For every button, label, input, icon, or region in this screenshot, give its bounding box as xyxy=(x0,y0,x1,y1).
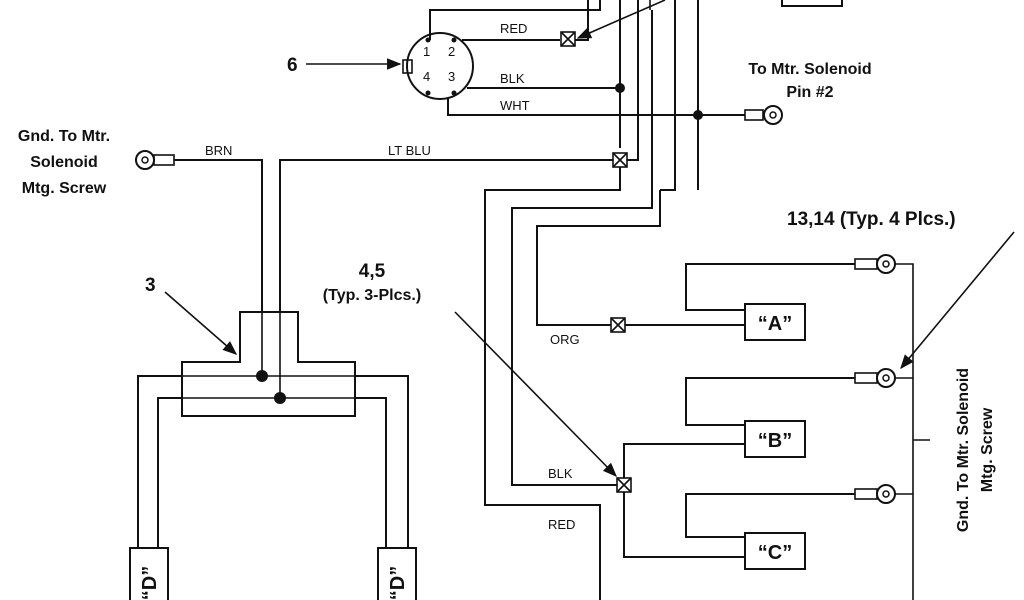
wire-top-1 xyxy=(429,0,601,40)
wire-label-org: ORG xyxy=(550,332,580,347)
box-c-label: “C” xyxy=(758,542,792,564)
callout-45-note: (Typ. 3-Plcs.) xyxy=(323,287,421,304)
box-c xyxy=(744,532,806,570)
box-d-left xyxy=(129,547,169,600)
box-d-left-label: “D” xyxy=(139,566,161,600)
ring-terminal-c xyxy=(876,484,896,504)
callout-1314-arrow xyxy=(900,231,1015,370)
box-b xyxy=(744,420,806,458)
callout-6-label: 6 xyxy=(287,55,298,76)
wire-label-blk: BLK xyxy=(500,71,525,86)
wire-to-d-right-a xyxy=(355,375,409,548)
labels: RED BLK WHT BRN LT BLU ORG BLK RED 6 3 4… xyxy=(18,21,996,600)
wire-label-blk-mid: BLK xyxy=(548,466,573,481)
callout-3-arrow xyxy=(164,291,238,355)
box-d-right xyxy=(377,547,417,600)
pin-dot xyxy=(425,37,431,43)
connector-key xyxy=(402,59,413,74)
pin-label: 2 xyxy=(448,44,455,59)
note-gnd-right-line1: Gnd. To Mtr. Solenoid xyxy=(955,368,972,532)
ring-terminal-left xyxy=(135,150,155,170)
wire-lt-blu xyxy=(279,159,613,312)
connector-6 xyxy=(406,32,474,100)
terminal-pin2-body xyxy=(744,109,764,121)
wire-label-lt-blu: LT BLU xyxy=(388,143,431,158)
callout-1314-label: 13,14 (Typ. 4 Plcs.) xyxy=(787,209,956,230)
box-a xyxy=(744,303,806,341)
ring-terminal-b xyxy=(876,368,896,388)
pin-dot xyxy=(451,90,457,96)
note-gnd-left-line1: Gnd. To Mtr. xyxy=(18,128,110,145)
callout-3-label: 3 xyxy=(145,275,156,296)
callout-45-label: 4,5 xyxy=(359,261,386,282)
callout-45-arrow xyxy=(454,311,618,478)
pin-dot xyxy=(425,90,431,96)
wire-label-wht: WHT xyxy=(500,98,530,113)
harness-junction-3 xyxy=(181,311,356,417)
wire-label-red: RED xyxy=(500,21,527,36)
box-b-label: “B” xyxy=(758,430,792,452)
wire-to-d-left-b xyxy=(157,397,182,548)
middle-bundle xyxy=(454,0,745,600)
top-right-box xyxy=(781,0,843,7)
right-section xyxy=(685,231,1015,600)
note-to-mtr-line1: To Mtr. Solenoid xyxy=(748,61,871,78)
pin-dot xyxy=(451,37,457,43)
note-gnd-left-line2: Solenoid xyxy=(30,154,98,171)
wire-label-brn: BRN xyxy=(205,143,232,158)
ground-bracket xyxy=(895,263,930,600)
pin-label: 3 xyxy=(448,69,455,84)
box-a-label: “A” xyxy=(758,313,792,335)
arrow-to-splice xyxy=(576,0,666,39)
wire-to-d-right-b xyxy=(355,397,387,548)
wire-org xyxy=(536,190,661,326)
wire-wht xyxy=(447,98,745,116)
pin-label: 1 xyxy=(423,44,430,59)
box-d-right-label: “D” xyxy=(387,566,409,600)
wire-label-red-bottom: RED xyxy=(548,517,575,532)
ring-terminal-a xyxy=(876,254,896,274)
note-gnd-left-line3: Mtg. Screw xyxy=(22,180,107,197)
ring-terminal-pin2 xyxy=(763,105,783,125)
note-to-mtr-line2: Pin #2 xyxy=(786,84,833,101)
wire-brn xyxy=(174,159,263,312)
left-harness xyxy=(129,0,639,600)
wire-to-d-left-a xyxy=(137,375,182,548)
note-gnd-right-line2: Mtg. Screw xyxy=(979,407,996,492)
pin-label: 4 xyxy=(423,69,430,84)
